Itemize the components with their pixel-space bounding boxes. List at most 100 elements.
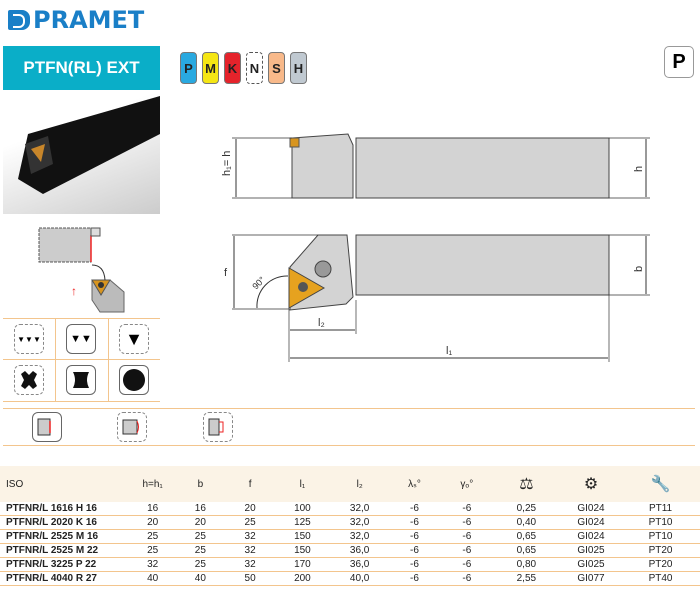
table-cell: 20: [227, 502, 273, 516]
table-cell: GI025: [560, 543, 622, 558]
table-cell: 32: [132, 557, 174, 572]
operation-grid: ▼▼▼ ▼▼ ▼: [3, 318, 160, 402]
table-cell: 0,40: [491, 515, 561, 530]
material-m: M: [202, 52, 219, 84]
col-header: h=h₁: [132, 466, 174, 502]
table-cell: GI024: [560, 529, 622, 544]
table-cell: 25: [132, 529, 174, 544]
table-cell: GI024: [560, 515, 622, 530]
light-interrupted-icon: [66, 365, 96, 395]
table-cell: 32: [227, 543, 273, 558]
dim-b-label: b: [633, 266, 645, 272]
table-cell: 20: [173, 515, 228, 530]
application-tag: P: [664, 46, 694, 78]
table-cell: 2,55: [491, 571, 561, 586]
table-cell: GI025: [560, 557, 622, 572]
heavy-depth-icon: ▼: [119, 324, 149, 354]
profiling-icon: [203, 412, 233, 442]
application-diagram: ↑: [38, 227, 125, 313]
table-cell: -6: [387, 557, 442, 572]
table-cell: 25: [132, 543, 174, 558]
pramet-logo-icon: [8, 10, 30, 30]
table-cell: 32,0: [332, 515, 388, 530]
light-depth-icon: ▼▼▼: [14, 324, 44, 354]
table-cell: PT10: [621, 529, 700, 544]
dim-h1-label: h₁= h: [221, 151, 233, 176]
col-header: l₁: [272, 466, 333, 502]
table-cell: 150: [272, 543, 333, 558]
table-cell: PT10: [621, 515, 700, 530]
iso-code: PTFNR/L 4040 R 27: [0, 571, 133, 586]
table-cell: -6: [387, 502, 442, 516]
table-cell: PT20: [621, 543, 700, 558]
material-k: K: [224, 52, 241, 84]
kg-icon: ⚖: [491, 466, 561, 502]
table-cell: -6: [387, 515, 442, 530]
table-cell: 20: [132, 515, 174, 530]
table-cell: PT20: [621, 557, 700, 572]
table-cell: PT11: [621, 502, 700, 516]
interrupted-cut-icon: [14, 365, 44, 395]
table-cell: 0,80: [491, 557, 561, 572]
col-header: λₛ°: [387, 466, 442, 502]
insert-screw-icon: ⚙: [560, 466, 622, 502]
dim-h-label: h: [633, 166, 645, 172]
table-cell: -6: [441, 515, 492, 530]
material-h: H: [290, 52, 307, 84]
table-cell: 40,0: [332, 571, 388, 586]
table-cell: 100: [272, 502, 333, 516]
dimension-drawing: h₁= h h f 90° b l₂ l₁: [221, 133, 650, 362]
material-n: N: [246, 52, 263, 84]
table-cell: 32,0: [332, 529, 388, 544]
table-cell: 150: [272, 529, 333, 544]
table-cell: 32: [227, 529, 273, 544]
iso-code: PTFNR/L 2525 M 22: [0, 543, 133, 558]
tool-photo: [3, 94, 160, 214]
table-cell: PT40: [621, 571, 700, 586]
table-cell: 50: [227, 571, 273, 586]
iso-code: PTFNR/L 2020 K 16: [0, 515, 133, 530]
col-header: b: [173, 466, 228, 502]
col-header: ISO: [0, 466, 133, 502]
feed-arrow-icon: ↑: [71, 284, 77, 298]
table-cell: 40: [132, 571, 174, 586]
material-p: P: [180, 52, 197, 84]
table-cell: 25: [173, 529, 228, 544]
table-cell: -6: [387, 529, 442, 544]
table-cell: 16: [132, 502, 174, 516]
dim-l2-label: l₂: [318, 317, 325, 329]
brand-logo: PRAMET: [8, 6, 144, 34]
material-s: S: [268, 52, 285, 84]
table-cell: -6: [441, 557, 492, 572]
table-cell: 36,0: [332, 557, 388, 572]
table-cell: GI077: [560, 571, 622, 586]
table-cell: 32,0: [332, 502, 388, 516]
table-cell: 40: [173, 571, 228, 586]
key-icon: 🔧: [621, 466, 700, 502]
table-cell: 170: [272, 557, 333, 572]
dim-f-label: f: [224, 267, 228, 279]
table-cell: 16: [173, 502, 228, 516]
table-cell: -6: [441, 529, 492, 544]
iso-code: PTFNR/L 1616 H 16: [0, 502, 133, 516]
external-turning-icon: [32, 412, 62, 442]
table-cell: 0,65: [491, 543, 561, 558]
brand-name: PRAMET: [33, 6, 145, 34]
continuous-cut-icon: [119, 365, 149, 395]
table-cell: GI024: [560, 502, 622, 516]
table-cell: 36,0: [332, 543, 388, 558]
table-cell: 200: [272, 571, 333, 586]
product-title: PTFN(RL) EXT: [3, 46, 160, 90]
table-cell: -6: [441, 543, 492, 558]
medium-depth-icon: ▼▼: [66, 324, 96, 354]
col-header: f: [227, 466, 273, 502]
table-cell: -6: [441, 502, 492, 516]
iso-code: PTFNR/L 3225 P 22: [0, 557, 133, 572]
